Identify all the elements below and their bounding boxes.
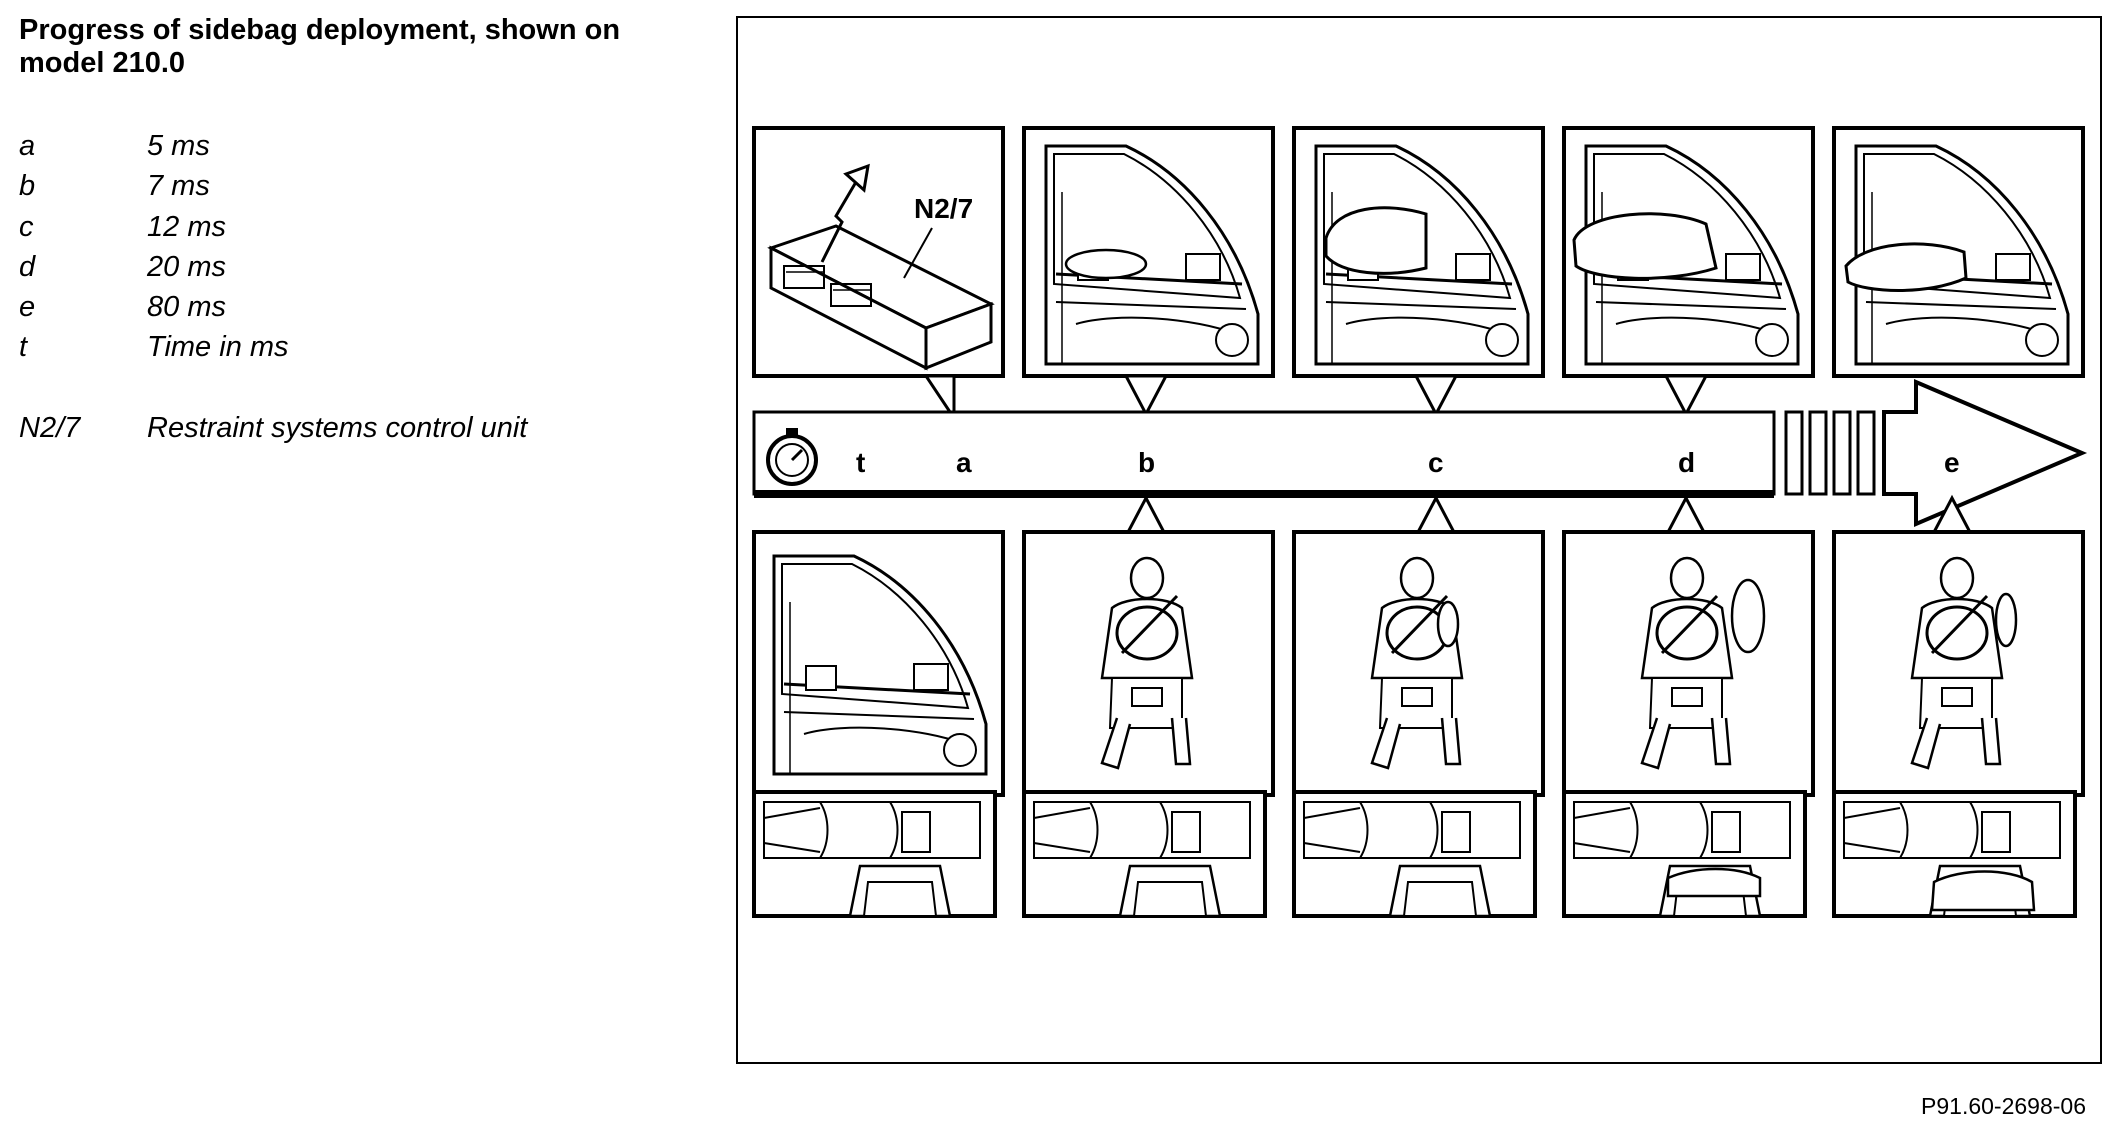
panel-occupant-b: [1022, 530, 1275, 797]
legend-code: e: [19, 291, 36, 324]
stopwatch-icon: [766, 428, 818, 486]
panel-topview-d: [1562, 790, 1807, 918]
panel-topview-e: [1832, 790, 2077, 918]
panel-topview-a: [752, 790, 997, 918]
panel-door-e: [1832, 126, 2085, 378]
legend-code: N2/7: [19, 412, 81, 445]
panel-occupant-c: [1292, 530, 1545, 797]
timeline-label-b: b: [1138, 447, 1155, 478]
timeline-arrow: t a b c d e: [752, 374, 2088, 538]
legend-code: a: [19, 130, 36, 162]
timeline-label-c: c: [1428, 447, 1444, 478]
panel-occupant-e: [1832, 530, 2085, 797]
timeline-label-t: t: [856, 447, 865, 478]
control-unit-label: N2/7: [914, 193, 973, 224]
deployment-figure: N2/7: [736, 16, 2102, 1064]
timeline-label-a: a: [956, 447, 972, 478]
figure-reference-number: P91.60-2698-06: [1921, 1093, 2086, 1119]
legend-text: Time in ms: [147, 331, 289, 364]
legend-text: Restraint systems control unit: [147, 412, 528, 445]
legend-code: d: [19, 250, 36, 283]
panel-control-unit: N2/7: [752, 126, 1005, 378]
timeline-label-e: e: [1944, 447, 1960, 478]
legend-text: 12 ms: [147, 210, 226, 243]
legend-code: b: [19, 170, 36, 203]
legend-text: 7 ms: [147, 170, 210, 203]
legend-text: 5 ms: [147, 130, 210, 162]
timeline-label-d: d: [1678, 447, 1695, 478]
panel-door-initial: [752, 530, 1005, 797]
panel-door-b: [1022, 126, 1275, 378]
panel-occupant-d: [1562, 530, 1815, 797]
panel-door-c: [1292, 126, 1545, 378]
page-title: Progress of sidebag deployment, shown on…: [19, 14, 621, 79]
legend-code: c: [19, 210, 34, 243]
panel-topview-c: [1292, 790, 1537, 918]
panel-topview-b: [1022, 790, 1267, 918]
panel-door-d: [1562, 126, 1815, 378]
deployment-diagram: N2/7: [736, 16, 2102, 1064]
legend-text: 80 ms: [147, 291, 226, 324]
legend-text: 20 ms: [147, 250, 226, 283]
legend-code: t: [19, 331, 28, 364]
